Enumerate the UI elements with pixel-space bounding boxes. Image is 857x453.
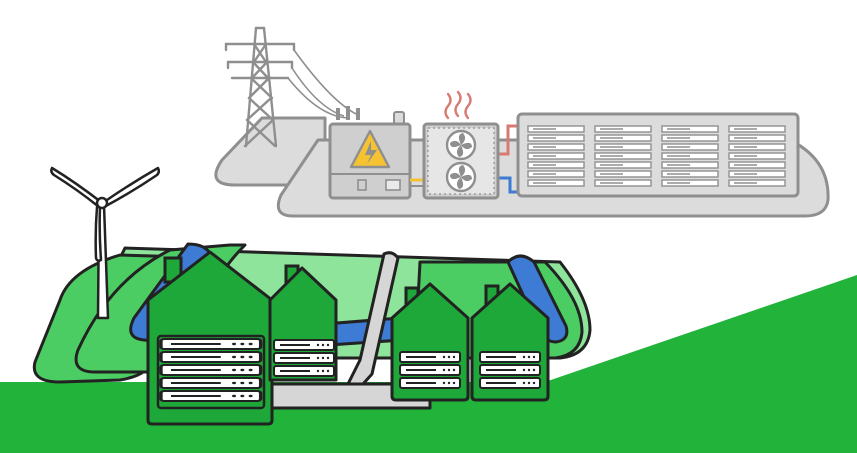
neighborhood-group: [32, 166, 592, 426]
transformer-warning-icon: [328, 106, 412, 200]
house-server-icon-3: [390, 282, 470, 402]
house-server-icon-2: [268, 264, 338, 382]
datacenter-group: [214, 26, 830, 218]
house-server-icon-4: [470, 282, 550, 402]
house-server-icon: [146, 250, 274, 426]
power-pylon-icon: [224, 26, 296, 148]
server-rack-icon: [516, 112, 800, 198]
power-cables: [287, 49, 357, 119]
cooling-fan-icon: [422, 122, 500, 200]
heat-waves: [444, 90, 472, 120]
wind-turbine-icon: [50, 166, 161, 320]
